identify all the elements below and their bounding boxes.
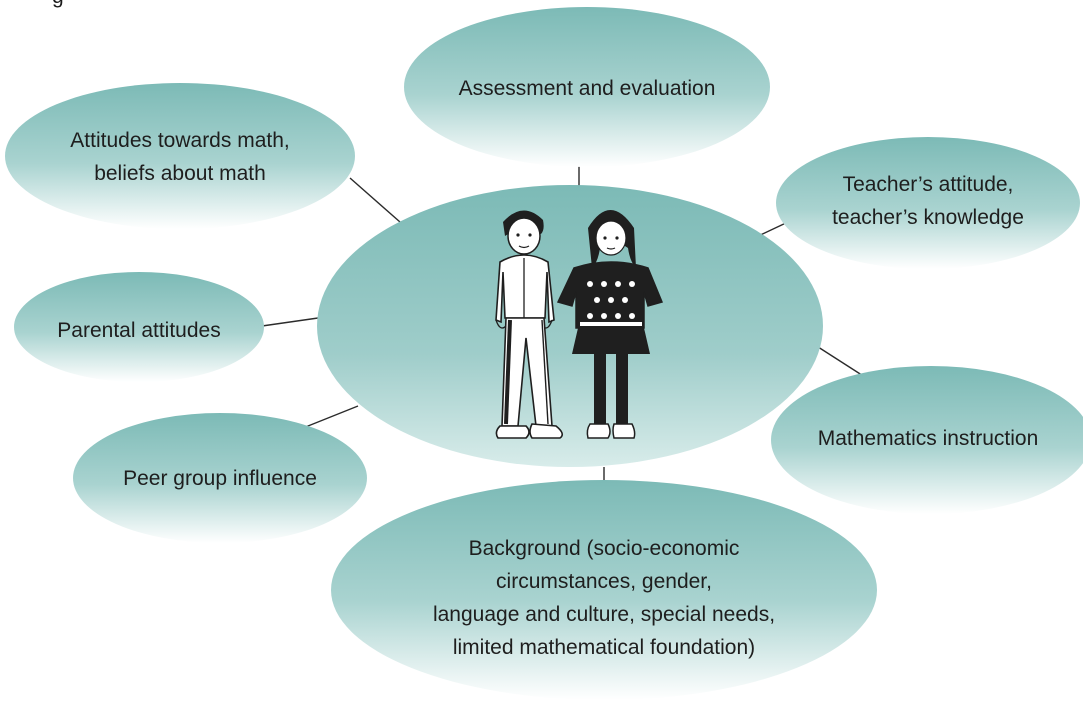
bubble-background [331,480,877,700]
bubble-teacher [776,137,1080,269]
assessment-line-1: Assessment and evaluation [458,76,716,100]
bubble-assessment [404,7,770,167]
cropped-heading-fragment: g [52,0,64,9]
label-attitudes: Attitudes towards math, beliefs about ma… [5,122,355,192]
label-teacher: Teacher’s attitude, teacher’s knowledge [776,166,1080,236]
connector-parental [261,317,319,327]
label-parental: Parental attitudes [14,312,264,348]
peer-line-1: Peer group influence [123,466,317,490]
attitudes-line-2: beliefs about math [94,162,266,185]
label-assessment: Assessment and evaluation [404,55,770,121]
label-peer: Peer group influence [73,460,367,496]
attitudes-line-1: Attitudes towards math, [70,129,290,152]
background-line-1: Background (socio-economic [468,537,740,560]
children-illustration [495,210,664,439]
girl-figure [556,210,664,439]
instruction-line-1: Mathematics instruction [817,426,1039,450]
parental-line-1: Parental attitudes [57,318,221,342]
connector-attitudes [349,177,401,223]
bubble-attitudes [5,83,355,229]
teacher-line-1: Teacher’s attitude, [842,173,1014,196]
boy-figure [495,210,564,439]
background-line-3: language and culture, special needs, [432,603,776,626]
background-line-4: limited mathematical foundation) [452,636,756,659]
connector-instruction [814,344,869,380]
bubble-parental [14,272,264,382]
bubble-instruction [771,366,1083,514]
label-instruction: Mathematics instruction [776,420,1080,456]
teacher-line-2: teacher’s knowledge [832,206,1024,229]
background-line-2: circumstances, gender, [496,570,712,593]
bubble-peer [73,413,367,543]
center-ellipse [317,185,823,467]
label-background: Background (socio-economic circumstances… [331,530,877,666]
